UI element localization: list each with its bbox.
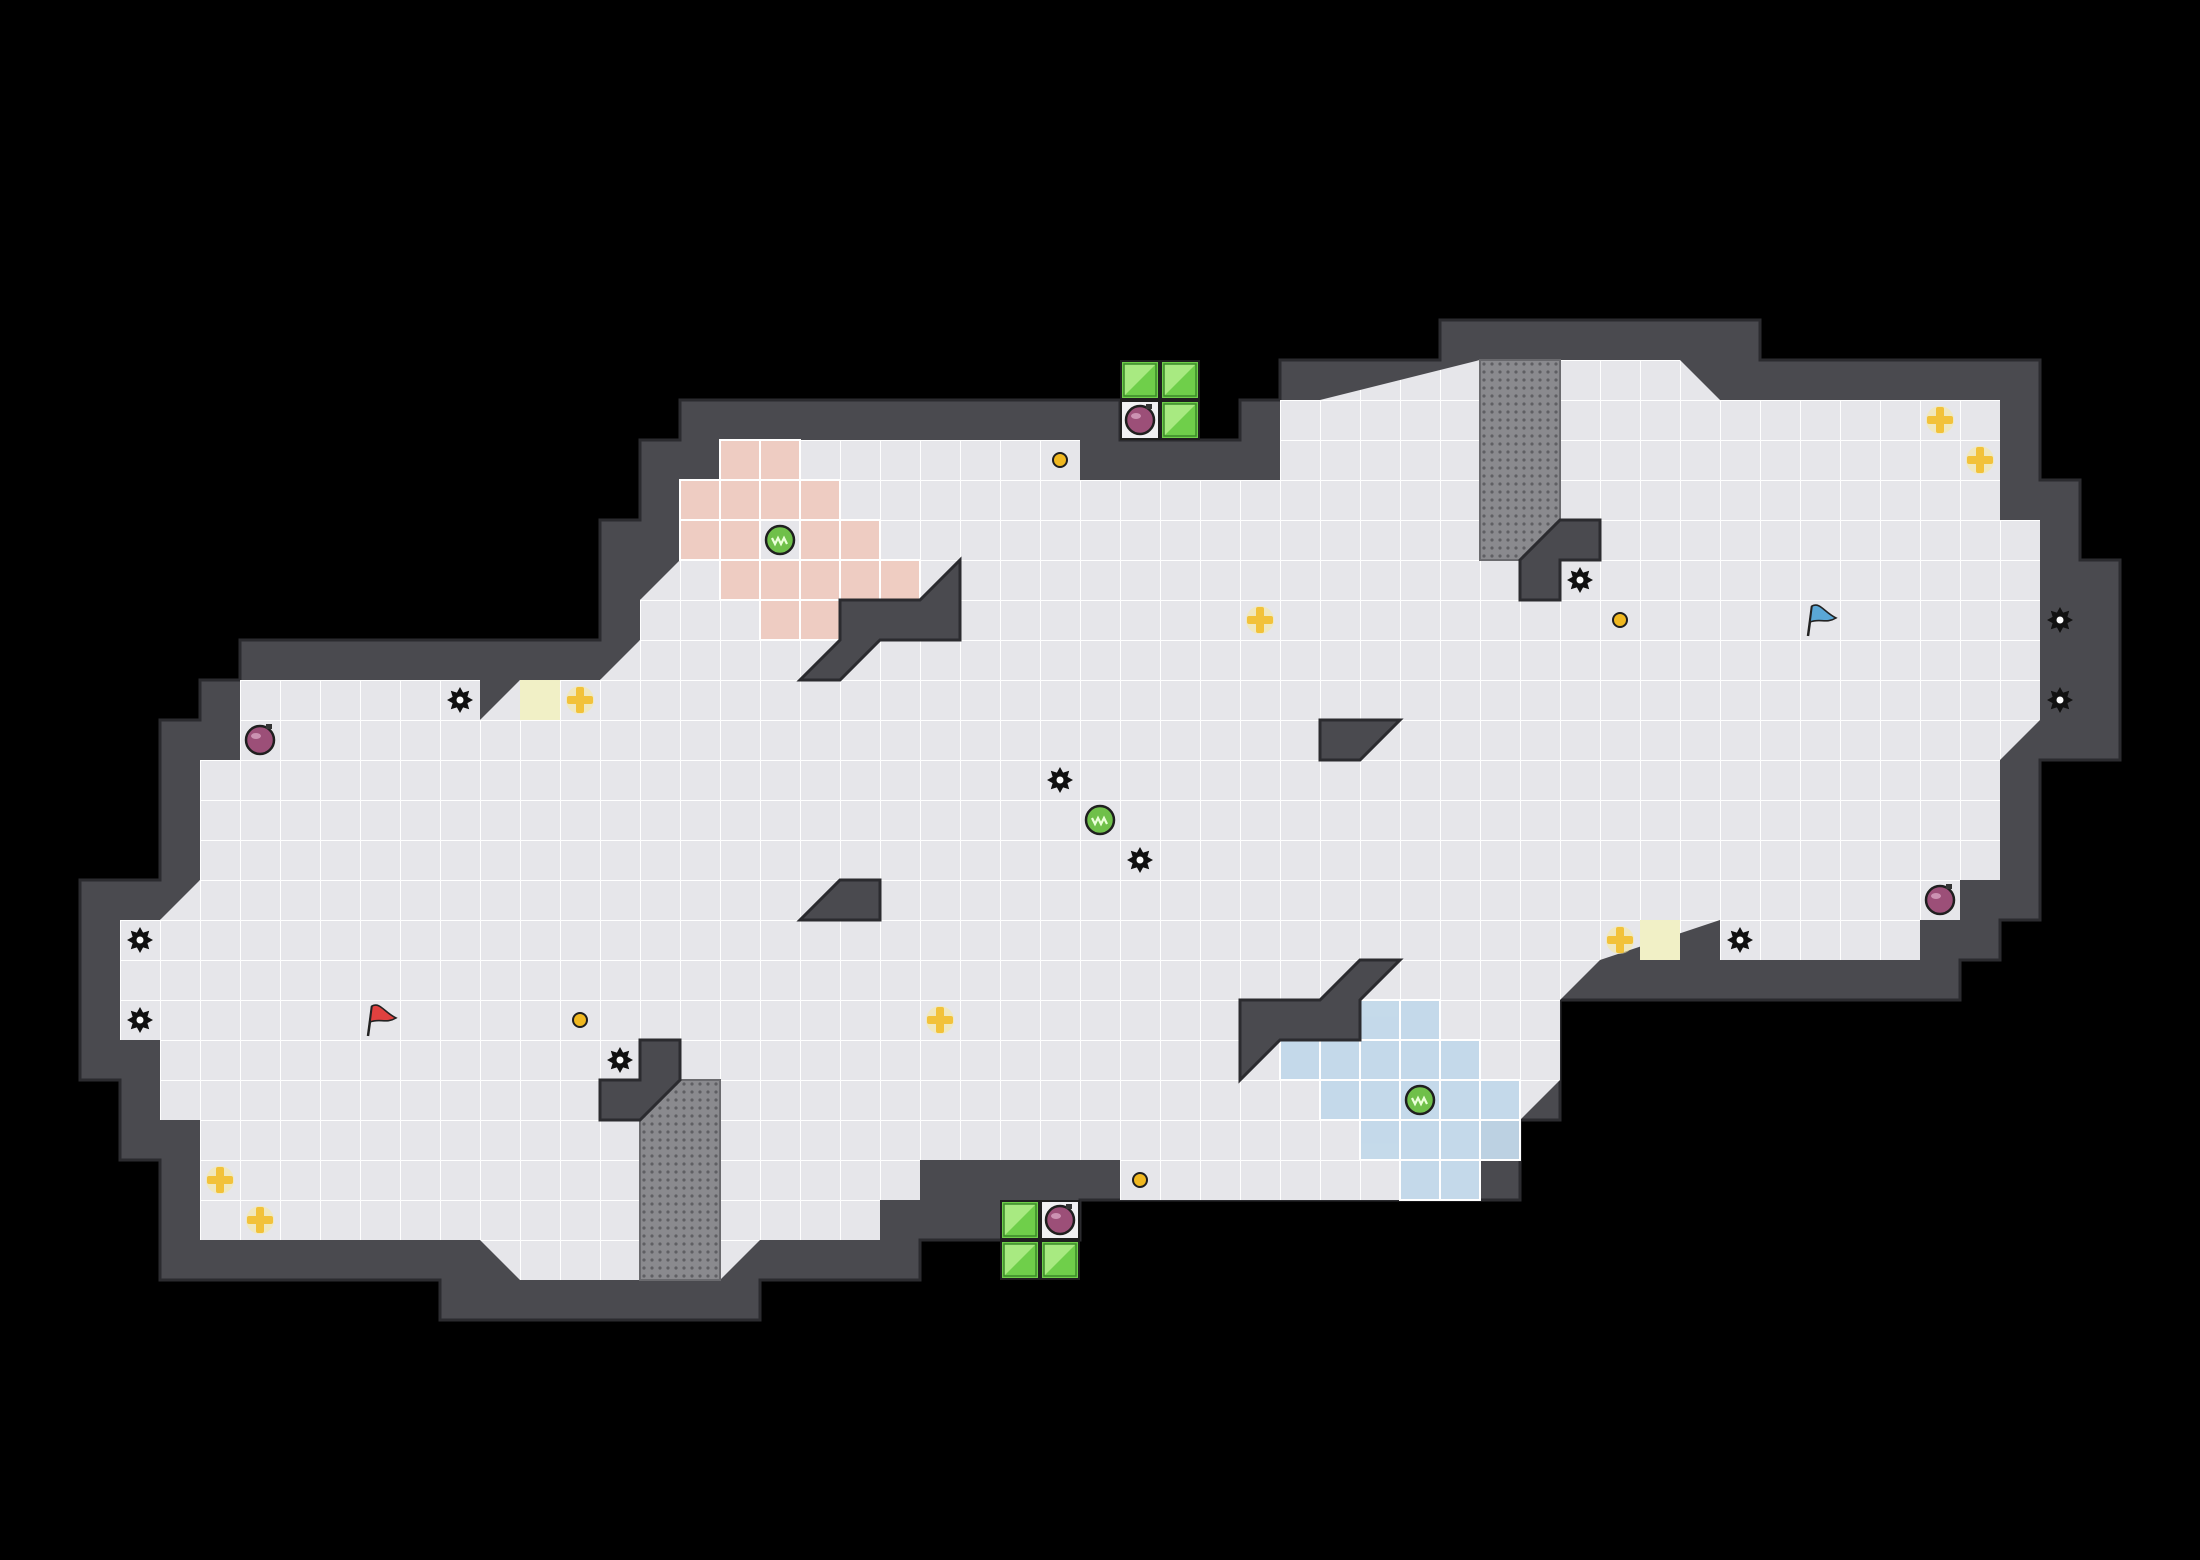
shield-orb-icon xyxy=(764,524,796,556)
red-zone-tile xyxy=(720,560,760,600)
spike-mine-icon xyxy=(447,687,473,713)
red-zone-tile xyxy=(760,440,800,480)
red-zone-tile xyxy=(760,560,800,600)
wall-lower-left xyxy=(598,1038,682,1122)
blue-zone-tile xyxy=(1400,1120,1440,1160)
powerup-cross-icon xyxy=(1926,406,1954,434)
red-zone-tile xyxy=(800,520,840,560)
red-zone-tile xyxy=(800,600,840,640)
blue-flag-icon xyxy=(1806,604,1838,637)
red-zone-tile xyxy=(720,440,760,480)
bomb-icon xyxy=(1044,1204,1076,1236)
spike-mine-icon xyxy=(1727,927,1753,953)
blue-zone-tile xyxy=(1480,1080,1520,1120)
red-zone-tile xyxy=(720,520,760,560)
red-zone-tile xyxy=(840,520,880,560)
powerup-cross-icon xyxy=(566,686,594,714)
zone-tile-outline xyxy=(1439,1159,1481,1201)
spike-mine-icon xyxy=(607,1047,633,1073)
grate-bottom xyxy=(639,1079,721,1281)
powerup-cross-icon xyxy=(926,1006,954,1034)
red-zone-tile xyxy=(680,520,720,560)
green-crate-icon xyxy=(1160,400,1200,440)
shield-orb-icon xyxy=(1404,1084,1436,1116)
pad-left xyxy=(520,680,560,720)
powerup-cross-icon xyxy=(1966,446,1994,474)
blue-zone-tile xyxy=(1440,1080,1480,1120)
boost-dot-icon xyxy=(572,1012,588,1028)
powerup-cross-icon xyxy=(1606,926,1634,954)
inner-walls xyxy=(598,518,1602,1122)
bomb-icon xyxy=(1124,404,1156,436)
spike-mine-icon xyxy=(2047,607,2073,633)
blue-zone-tile xyxy=(1400,1000,1440,1040)
bomb-icon xyxy=(244,724,276,756)
spike-mine-icon xyxy=(127,1007,153,1033)
pad-right xyxy=(1640,920,1680,960)
boost-dot-icon xyxy=(1612,612,1628,628)
green-crate-icon xyxy=(1040,1240,1080,1280)
blue-zone-tile xyxy=(1320,1080,1360,1120)
red-zone-tile xyxy=(720,480,760,520)
boost-dot-icon xyxy=(1132,1172,1148,1188)
blue-zone-tile xyxy=(1440,1160,1480,1200)
red-flag-icon xyxy=(366,1004,398,1037)
red-zone-tile xyxy=(880,560,920,600)
wall-top-right-notch xyxy=(1518,518,1602,602)
arena-floor xyxy=(120,360,2040,1280)
blue-zone-tile xyxy=(1320,1040,1360,1080)
red-base-zone xyxy=(680,440,920,640)
shield-orb-icon xyxy=(1084,804,1116,836)
green-crate-icon xyxy=(1000,1200,1040,1240)
blue-zone-tile xyxy=(1480,1120,1520,1160)
spike-mine-icon xyxy=(1047,767,1073,793)
blue-zone-tile xyxy=(1400,1160,1440,1200)
spike-mine-icon xyxy=(1127,847,1153,873)
blue-zone-tile xyxy=(1360,1040,1400,1080)
blue-zone-tile xyxy=(1360,1080,1400,1120)
red-zone-tile xyxy=(800,560,840,600)
powerup-cross-icon xyxy=(206,1166,234,1194)
red-zone-tile xyxy=(800,480,840,520)
blue-zone-tile xyxy=(1440,1040,1480,1080)
blue-zone-tile xyxy=(1440,1120,1480,1160)
wall-upper-mid xyxy=(796,556,962,682)
crate-stacks xyxy=(1000,360,1200,1280)
spike-mine-icon xyxy=(127,927,153,953)
green-crate-icon xyxy=(1160,360,1200,400)
green-crate-icon xyxy=(1120,360,1160,400)
bomb-icon xyxy=(1924,884,1956,916)
items-layer xyxy=(127,404,2073,1236)
red-zone-tile xyxy=(840,560,880,600)
boost-dot-icon xyxy=(1052,452,1068,468)
powerup-cross-icon xyxy=(1246,606,1274,634)
red-zone-tile xyxy=(680,480,720,520)
wall-lower-right xyxy=(1238,958,1404,1084)
blue-zone-tile xyxy=(1280,1040,1320,1080)
spike-mine-icon xyxy=(1567,567,1593,593)
green-crate-icon xyxy=(1000,1240,1040,1280)
powerup-cross-icon xyxy=(246,1206,274,1234)
red-zone-tile xyxy=(760,600,800,640)
wall-center-left xyxy=(796,878,882,922)
wall-mid-slab xyxy=(1318,718,1404,762)
zone-tile-outline xyxy=(1479,1119,1521,1161)
spike-mine-icon xyxy=(2047,687,2073,713)
blue-base-zone xyxy=(1280,1000,1520,1200)
grate-top xyxy=(1479,359,1561,561)
blue-zone-tile xyxy=(1360,1000,1400,1040)
blue-zone-tile xyxy=(1360,1120,1400,1160)
red-zone-tile xyxy=(760,480,800,520)
blue-zone-tile xyxy=(1400,1040,1440,1080)
zone-grid-lines xyxy=(679,439,1521,1201)
